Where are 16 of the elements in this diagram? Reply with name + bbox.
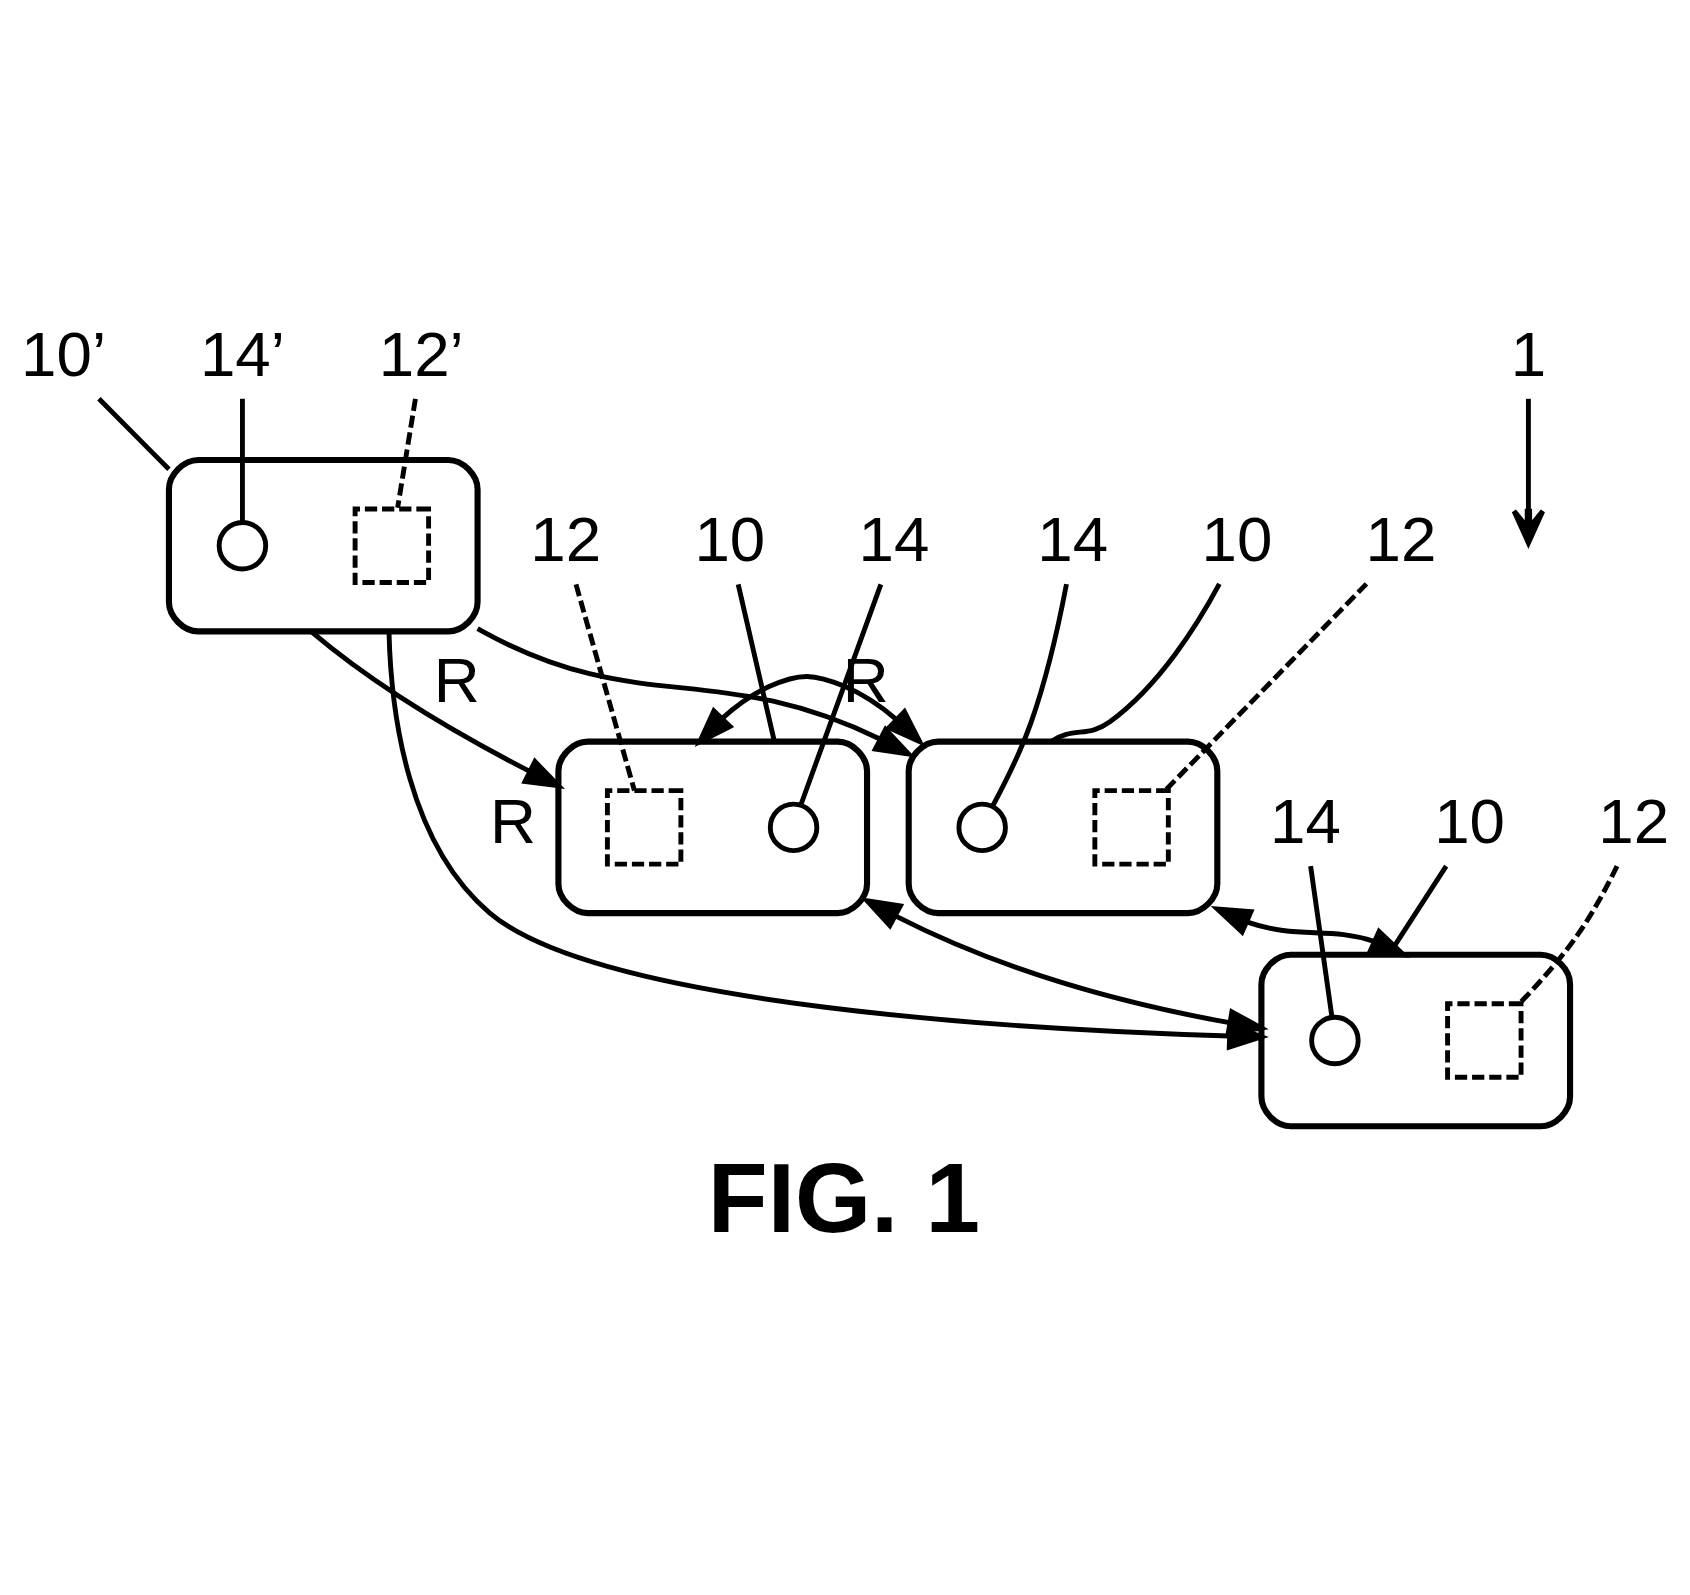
node-text: 12 [530,502,602,574]
edge-label: R [433,643,480,715]
node-text: 14 [1270,784,1341,856]
node-text: 10’ [21,317,107,389]
node-text: 10 [1201,502,1273,574]
node-text: 14’ [199,317,285,389]
node-text: 14 [1037,502,1109,574]
node-text: 10 [1434,784,1506,856]
node-text: 12’ [378,317,464,389]
node-text: 14 [858,502,930,574]
node-text: 1 [1510,317,1547,389]
edge-label: R [490,784,537,856]
node-text: 12 [1365,502,1437,574]
node-text: 10 [694,502,766,574]
caption: FIG. 1 [707,1142,981,1253]
node-text: 12 [1598,784,1670,856]
